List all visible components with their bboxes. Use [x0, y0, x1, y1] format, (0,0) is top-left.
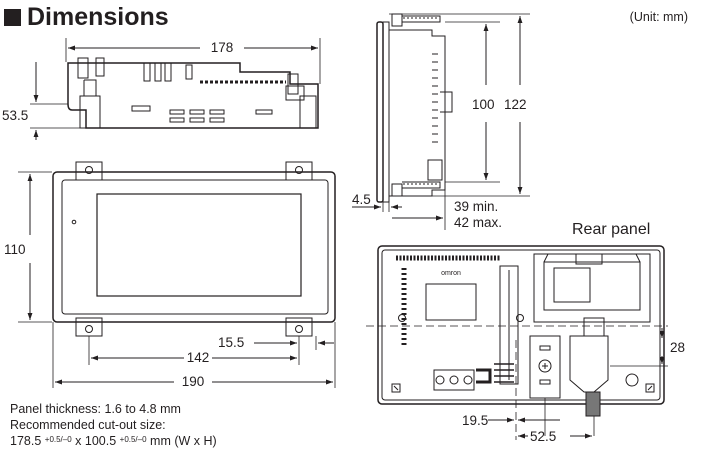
panel-thickness-note: Panel thickness: 1.6 to 4.8 mm	[10, 402, 181, 416]
side-view	[352, 13, 530, 230]
dim-142-label: 142	[187, 350, 210, 365]
dim-178-label: 178	[211, 40, 234, 55]
depth-min-label: 39 min.	[454, 199, 498, 214]
brand-logo: omron	[441, 270, 461, 277]
top-view	[30, 38, 321, 140]
rear-panel-label: Rear panel	[572, 221, 651, 238]
page-title: Dimensions	[4, 0, 169, 34]
cutout-unit: mm (W x H)	[146, 434, 217, 448]
dim-53-5-label: 53.5	[2, 108, 28, 123]
front-view	[18, 161, 336, 388]
cutout-w: 178.5	[10, 434, 45, 448]
dim-19-5-label: 19.5	[462, 413, 488, 428]
cutout-h-tol: +0.5/–0	[119, 435, 147, 444]
cutout-size: 178.5 +0.5/–0 x 100.5 +0.5/–0 mm (W x H)	[10, 433, 217, 449]
dim-100-label: 100	[472, 97, 495, 112]
cutout-heading: Recommended cut-out size:	[10, 418, 166, 432]
dim-122-label: 122	[504, 97, 527, 112]
rear-panel-view	[366, 245, 668, 440]
dim-15-5-label: 15.5	[218, 335, 244, 350]
cutout-h: x 100.5	[71, 434, 120, 448]
depth-max-label: 42 max.	[454, 215, 502, 230]
cutout-w-tol: +0.5/–0	[44, 435, 72, 444]
unit-note: (Unit: mm)	[629, 10, 688, 24]
dim-190-label: 190	[182, 374, 205, 389]
dim-4-5-label: 4.5	[352, 192, 371, 207]
dim-52-5-label: 52.5	[530, 429, 556, 444]
dim-28-label: 28	[670, 340, 685, 355]
notes-block: Panel thickness: 1.6 to 4.8 mm Recommend…	[10, 401, 217, 449]
title-square-icon	[4, 8, 21, 26]
title-text: Dimensions	[27, 3, 169, 31]
dim-110-label: 110	[4, 242, 26, 257]
